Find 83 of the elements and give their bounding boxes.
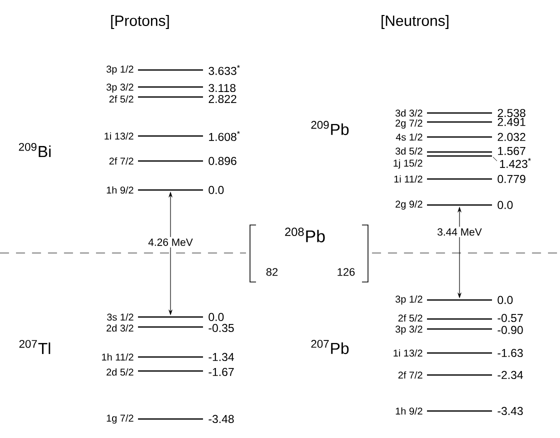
node-label: 2g 9/2 — [396, 200, 422, 210]
node-label: -1.34 — [208, 352, 234, 362]
energy-level: 3p 1/2 0.0 — [395, 295, 513, 305]
energy-level: 1g 7/2 -3.48 — [106, 414, 234, 424]
node-label: -0.35 — [208, 324, 234, 332]
node-label: 0.0 — [208, 312, 224, 322]
energy-level: 1h 9/2 -3.43 — [396, 406, 523, 416]
node-label: 2g 7/2 — [396, 119, 422, 129]
nuclide-label: $^{207}$Pb — [311, 340, 349, 354]
energy-level: 3p 1/2 3.633$^{*}$ — [106, 65, 240, 75]
node-label: 1i 11/2 — [394, 175, 422, 183]
node-label: -3.48 — [208, 414, 234, 424]
node-label: 3.118 — [208, 84, 236, 92]
neutron-number: 126 — [338, 268, 355, 276]
node-label: 2.822 — [208, 94, 236, 104]
node-label: 2d 3/2 — [106, 324, 134, 332]
energy-level: 3d 5/2 1.567 — [395, 146, 526, 156]
node-label: 3p 1/2 — [395, 295, 422, 305]
node-label: 1h 11/2 — [102, 353, 134, 361]
energy-level: 1h 11/2 -1.34 — [102, 352, 234, 362]
heading: [Neutrons] — [382, 15, 448, 29]
energy-level: 1i 13/2 -1.63 — [394, 348, 523, 358]
node-label: 1.608$^{*}$ — [209, 131, 240, 141]
heading: [Protons] — [111, 15, 169, 29]
node-label: 3s 1/2 — [107, 313, 134, 321]
energy-level: 3d 3/2 2.538 — [395, 108, 526, 118]
node-label: 3p 1/2 — [106, 65, 134, 75]
node-label: 1j 15/2 — [394, 159, 422, 169]
node-label: 0.0 — [208, 186, 224, 194]
nuclide-label: $^{208}$Pb — [285, 228, 325, 242]
node-label: 0.896 — [208, 156, 236, 166]
node-label: 1i 13/2 — [394, 349, 422, 357]
energy-level: 3p 3/2 -0.90 — [395, 325, 523, 335]
node-label: 2.491 — [498, 118, 526, 126]
node-label: -0.90 — [498, 326, 523, 334]
edge-label: 4.26 MeV — [146, 237, 194, 248]
energy-level: 1i 11/2 0.779 — [394, 174, 526, 184]
node-label: 2f 5/2 — [398, 314, 422, 322]
node-label: 2f 7/2 — [398, 371, 422, 379]
node-label: 1i 13/2 — [104, 132, 134, 140]
energy-level: 1i 13/2 1.608$^{*}$ — [104, 131, 240, 141]
node-label: 0.0 — [498, 296, 513, 304]
energy-level: 2f 5/2 -0.57 — [398, 314, 523, 322]
node-label: 3d 5/2 — [395, 147, 422, 155]
node-label: -3.43 — [498, 406, 523, 416]
nuclide-label: $^{207}$Tl — [19, 340, 50, 354]
node-label: 2d 5/2 — [106, 368, 134, 376]
node-label: -2.34 — [498, 370, 523, 380]
node-label: 1g 7/2 — [106, 414, 134, 424]
node-label: 2.032 — [498, 132, 526, 142]
node-label: 0.0 — [498, 200, 513, 210]
node-label: -0.57 — [498, 314, 523, 322]
energy-level: 1h 9/2 0.0 — [106, 186, 224, 194]
node-label: 0.779 — [498, 174, 526, 184]
energy-level: 2d 5/2 -1.67 — [106, 368, 234, 376]
energy-level: 2d 3/2 -0.35 — [106, 324, 234, 332]
node-label: 3p 3/2 — [395, 325, 422, 335]
proton-number: 82 — [266, 268, 278, 276]
node-label: 3p 3/2 — [106, 83, 134, 93]
node-label: 1.423$^{*}$ — [500, 158, 531, 168]
energy-level: 2g 9/2 0.0 — [396, 200, 513, 210]
edge-label: 3.44 MeV — [436, 226, 484, 238]
node-label: 2.538 — [498, 108, 526, 118]
energy-level: 4s 1/2 2.032 — [396, 132, 526, 142]
node-label: 3.633$^{*}$ — [208, 65, 240, 75]
energy-level: 3s 1/2 0.0 — [107, 312, 224, 322]
node-label: 2f 5/2 — [109, 95, 134, 103]
nuclide-label: $^{209}$Pb — [311, 120, 349, 136]
node-label: 3d 3/2 — [395, 109, 422, 117]
energy-level: 1j 15/2 1.423$^{*}$ — [394, 155, 531, 169]
node-label: -1.67 — [208, 368, 234, 376]
energy-level: 2g 7/2 2.491 — [396, 118, 526, 129]
energy-level: 2f 5/2 2.822 — [109, 94, 236, 104]
energy-level: 3p 3/2 3.118 — [106, 83, 236, 93]
energy-level: 2f 7/2 0.896 — [109, 156, 236, 166]
node-label: 1h 9/2 — [396, 407, 422, 415]
nuclide-label: $^{209}$Bi — [18, 142, 51, 157]
node-label: 1h 9/2 — [106, 186, 134, 194]
node-label: -1.63 — [498, 348, 523, 358]
node-label: 2f 7/2 — [109, 157, 134, 165]
energy-level: 2f 7/2 -2.34 — [398, 370, 523, 380]
node-label: 1.567 — [498, 146, 526, 156]
node-label: 4s 1/2 — [396, 133, 422, 141]
